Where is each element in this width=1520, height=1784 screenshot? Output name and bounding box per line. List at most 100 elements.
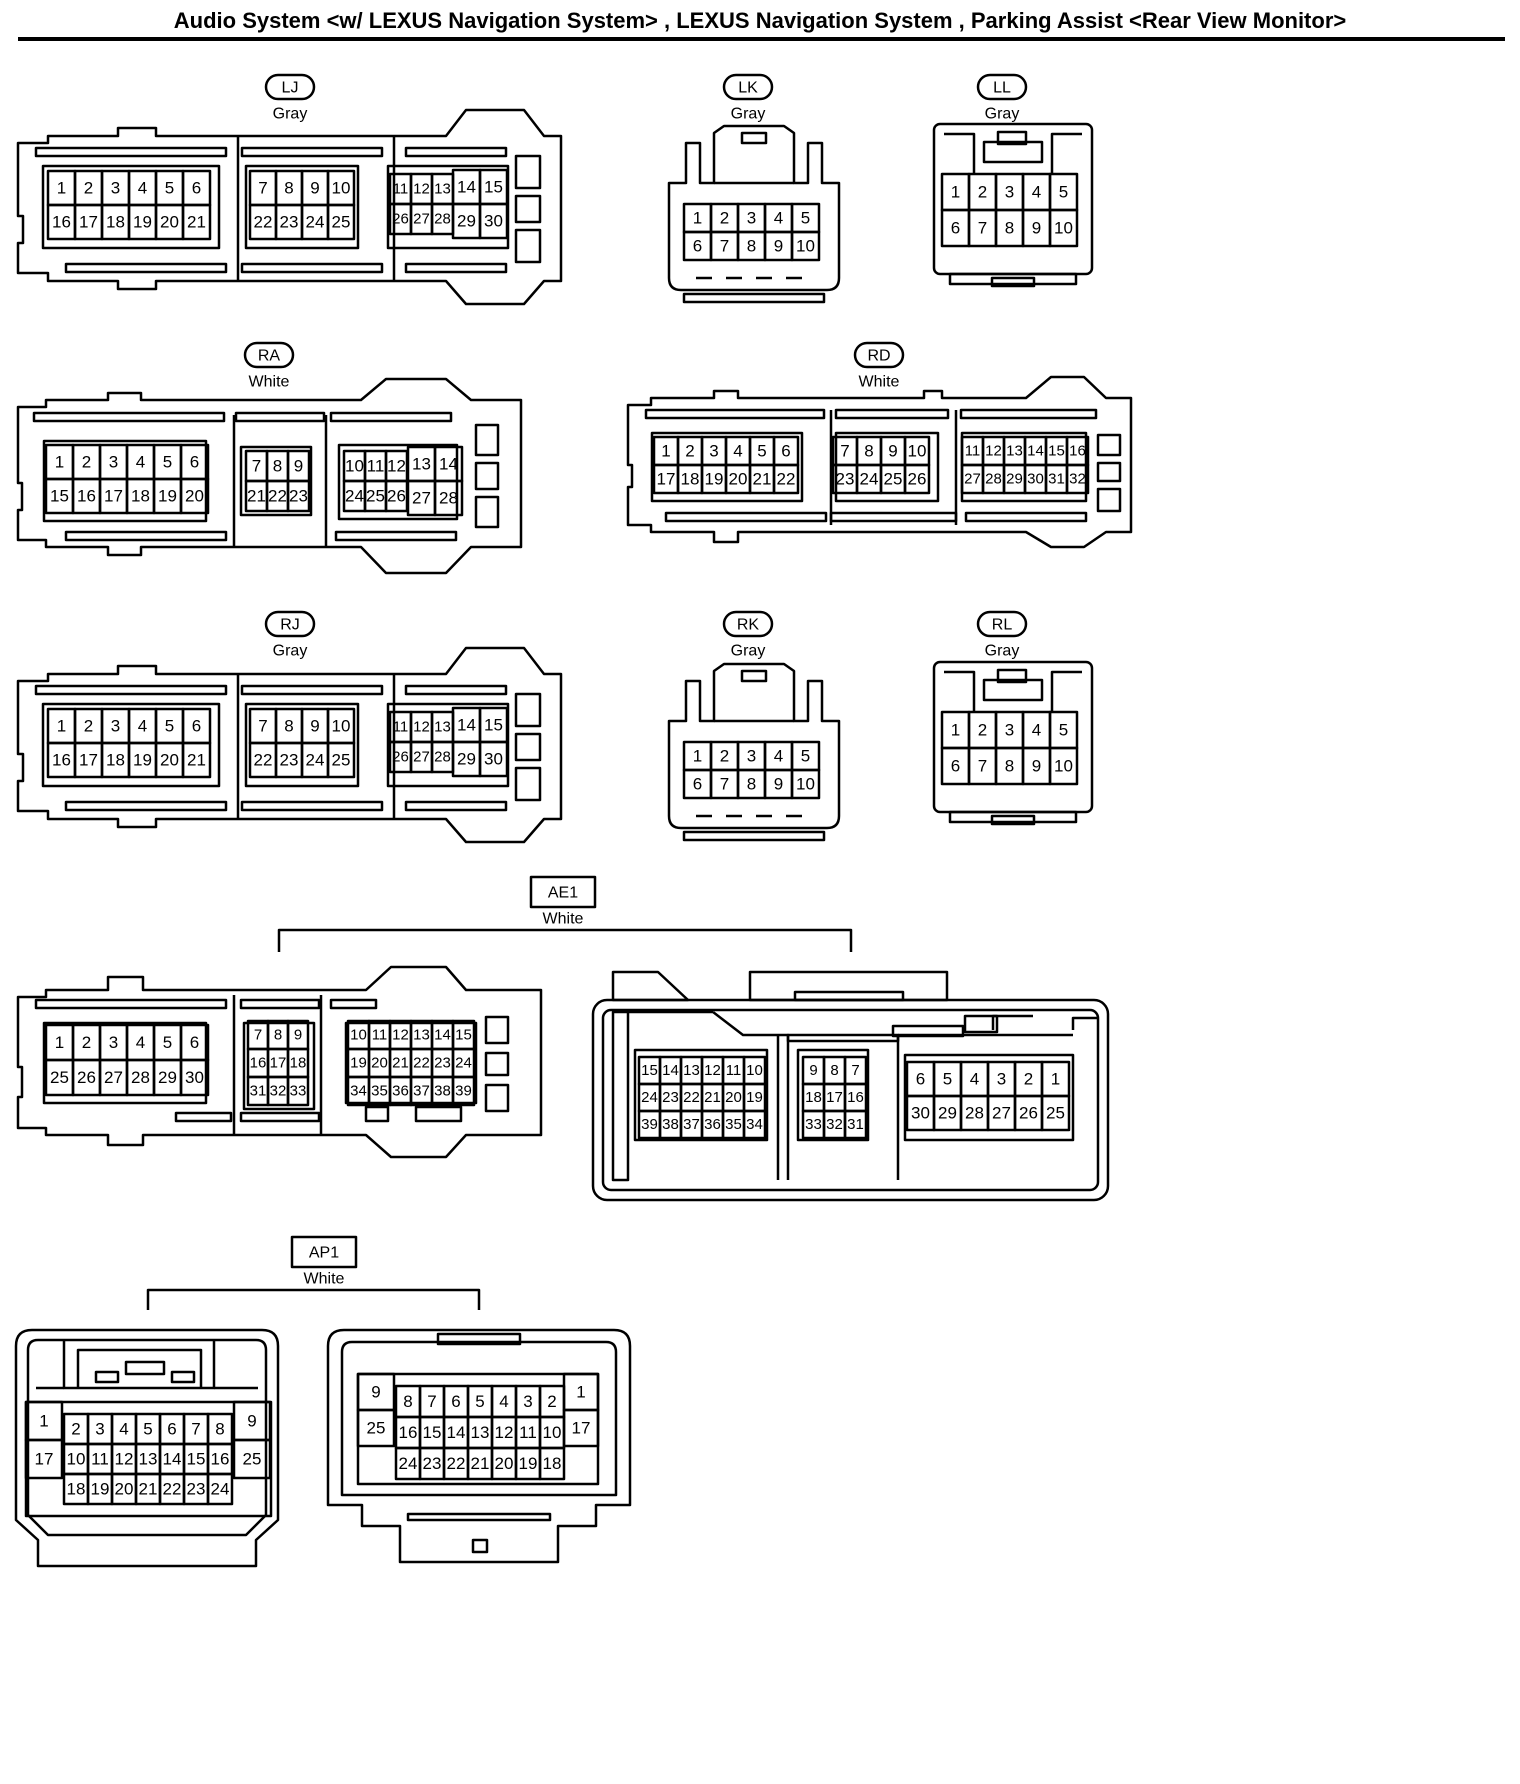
outline-segment xyxy=(62,1340,216,1390)
outline-segment xyxy=(471,1538,489,1554)
pin-number: 35 xyxy=(725,1116,742,1133)
pin-number: 14 xyxy=(457,178,476,197)
pin-number: 1 xyxy=(55,453,64,472)
connector-color: White xyxy=(304,1271,345,1288)
pin-number: 9 xyxy=(1032,757,1041,776)
outline-segment xyxy=(404,684,508,696)
pin-number: 14 xyxy=(662,1062,679,1079)
connector-code-pill xyxy=(264,73,316,101)
pin-number: 9 xyxy=(310,717,319,736)
connector-bracket xyxy=(277,928,853,952)
pin-number: 14 xyxy=(434,1027,451,1044)
bracket-ae1 xyxy=(277,928,853,952)
outline-segment xyxy=(64,530,228,542)
pin-number: 32 xyxy=(270,1083,287,1100)
pin-number: 32 xyxy=(1069,471,1086,488)
outline-segment xyxy=(474,495,500,529)
pin-number: 9 xyxy=(809,1062,817,1079)
outline-segment xyxy=(948,272,1078,286)
pin-number: 7 xyxy=(191,1420,200,1439)
pin-number: 15 xyxy=(484,178,503,197)
pin-number: 8 xyxy=(1005,757,1014,776)
connector-code: RL xyxy=(992,617,1013,634)
outline-segment xyxy=(340,1340,618,1497)
connector-color: Gray xyxy=(985,643,1020,660)
pin-number: 7 xyxy=(840,442,849,461)
pin-number: 23 xyxy=(187,1480,206,1499)
connector-color: White xyxy=(249,374,290,391)
connector-code: RK xyxy=(737,617,760,634)
outline-segment xyxy=(996,668,1028,684)
pin-number: 17 xyxy=(657,470,676,489)
outline-segment xyxy=(404,146,508,158)
pin-number: 16 xyxy=(52,751,71,770)
pin-number: 9 xyxy=(294,1027,302,1044)
pin-cell xyxy=(562,1408,600,1448)
outline-segment xyxy=(334,530,458,542)
pin-number: 25 xyxy=(367,1419,386,1438)
pin-number: 2 xyxy=(1024,1070,1033,1089)
pin-number: 13 xyxy=(434,181,451,198)
pin-number: 11 xyxy=(519,1423,537,1442)
pin-number: 20 xyxy=(160,751,179,770)
pin-number: 22 xyxy=(268,487,287,506)
pin-number: 24 xyxy=(211,1480,230,1499)
connector-housing xyxy=(626,375,1133,549)
pin-number: 17 xyxy=(104,487,123,506)
pin-number: 20 xyxy=(729,470,748,489)
pin-number: 8 xyxy=(864,442,873,461)
pin-number: 2 xyxy=(720,209,729,228)
pin-number: 36 xyxy=(392,1083,409,1100)
connector-code-pill xyxy=(243,341,295,369)
outline-segment xyxy=(239,445,313,517)
outline-segment xyxy=(633,1048,769,1142)
pin-number: 10 xyxy=(543,1423,562,1442)
pin-number: 24 xyxy=(345,487,364,506)
pin-number: 4 xyxy=(774,747,783,766)
pin-number: 14 xyxy=(447,1423,466,1442)
pin-number: 11 xyxy=(965,443,981,460)
outline-segment xyxy=(239,1111,321,1123)
pin-number: 3 xyxy=(95,1420,104,1439)
pin-number: 20 xyxy=(160,213,179,232)
pin-number: 24 xyxy=(455,1055,472,1072)
outline-segment xyxy=(76,1348,203,1388)
pin-number: 3 xyxy=(1005,721,1014,740)
pin-number: 13 xyxy=(1006,443,1023,460)
pin-number: 35 xyxy=(371,1083,388,1100)
pin-cell xyxy=(790,768,821,800)
pin-number: 11 xyxy=(372,1027,388,1044)
outline-segment xyxy=(514,692,542,728)
outline-segment xyxy=(740,669,768,683)
pin-number: 13 xyxy=(412,455,431,474)
pin-number: 13 xyxy=(139,1450,158,1469)
pin-number: 1 xyxy=(661,442,670,461)
pin-number: 20 xyxy=(495,1454,514,1473)
pin-cell xyxy=(433,479,464,517)
pin-number: 30 xyxy=(185,1068,204,1087)
pin-number: 15 xyxy=(484,716,503,735)
pin-number: 3 xyxy=(523,1392,532,1411)
pin-number: 1 xyxy=(693,747,702,766)
connector-housing xyxy=(16,108,563,306)
outline-segment xyxy=(682,292,826,304)
pin-number: 21 xyxy=(392,1055,409,1072)
pin-number: 19 xyxy=(746,1089,763,1106)
outline-segment xyxy=(1096,433,1122,457)
outline-segment xyxy=(664,511,828,523)
pin-number: 12 xyxy=(413,719,430,736)
outline-segment xyxy=(170,1370,196,1384)
outline-segment xyxy=(64,800,228,812)
outline-segment xyxy=(514,154,542,190)
pin-number: 5 xyxy=(943,1070,952,1089)
pin-number: 30 xyxy=(484,750,503,769)
pin-number: 3 xyxy=(709,442,718,461)
outline-segment xyxy=(240,684,384,696)
pin-number: 20 xyxy=(185,487,204,506)
outline-segment xyxy=(240,146,384,158)
